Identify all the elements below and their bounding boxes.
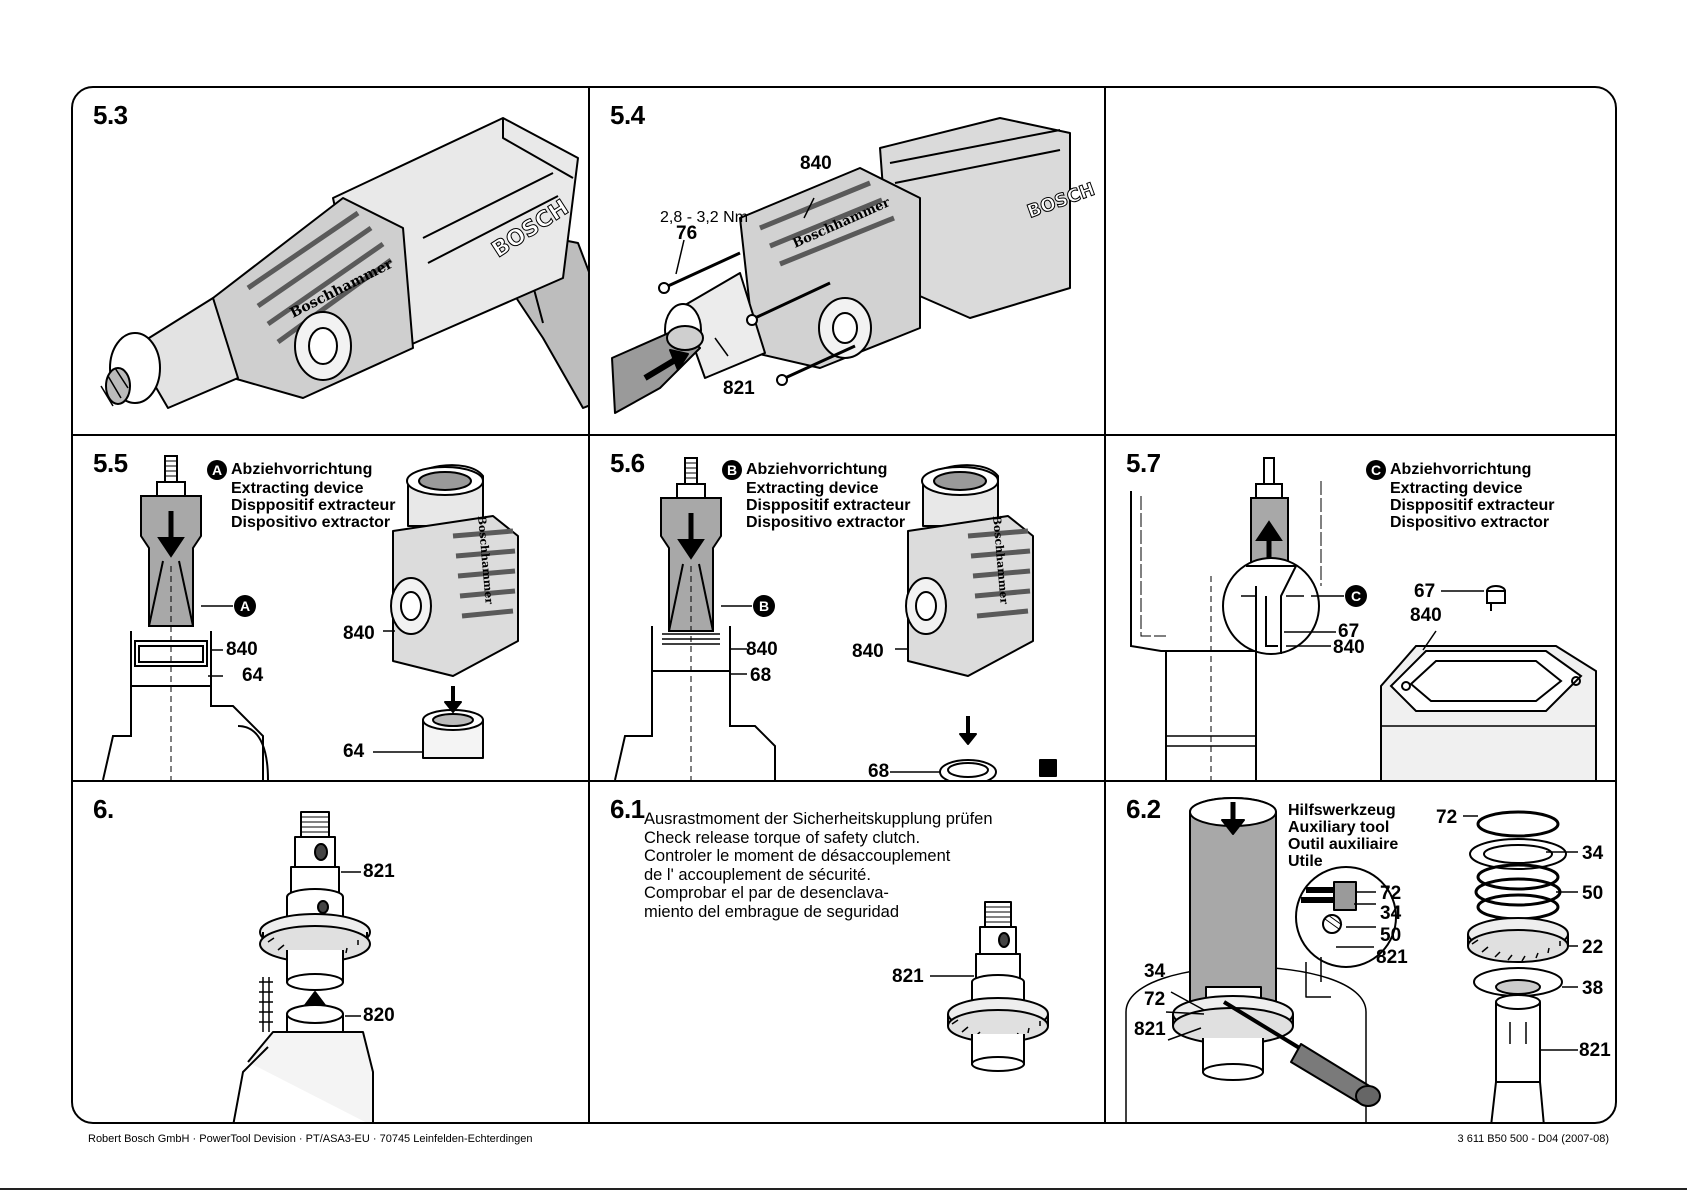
panel-number: 5.7 [1126,448,1161,478]
legend-line: Disppositif extracteur [746,497,911,514]
part-label: 50 [1582,883,1604,904]
part-label: 64 [242,665,264,686]
legend-line: Auxiliary tool [1288,819,1390,836]
row-divider [73,434,1615,436]
panel-number: 6.2 [1126,794,1161,824]
part-label: 68 [868,761,890,780]
page-bottom-rule [0,1188,1687,1190]
part-label: 840 [746,639,778,660]
extractor-section-drawing: C [1130,457,1597,780]
part-label: 840 [226,639,258,660]
part-label: 840 [852,641,884,662]
part-label: 76 [676,223,698,244]
note-line: Check release torque of safety clutch. [644,828,921,847]
gear-housing-removal-drawing: Boschhammer BOSCH [611,117,1098,414]
part-label: 64 [343,741,365,762]
part-label: 821 [1579,1040,1611,1061]
extractor-badge: B [722,460,742,480]
legend-line: Extracting device [1390,480,1523,497]
legend-line: Dispositivo extractor [1390,514,1550,531]
note-line: Ausrastmoment der Sicherheitskupplung pr… [644,810,993,828]
part-label: 72 [1144,989,1166,1010]
part-label: 72 [1380,883,1402,904]
part-label: 821 [1376,947,1408,968]
part-label: 38 [1582,978,1604,999]
footer-publisher: Robert Bosch GmbH · PowerTool Devision ·… [88,1133,533,1145]
legend-line: Extracting device [231,480,364,497]
legend-line: Outil auxiliaire [1288,836,1399,853]
part-label: 820 [363,1005,395,1026]
part-label: 72 [1436,807,1458,828]
clutch-assembly-drawing [232,811,374,1122]
legend-line: Disppositif extracteur [1390,497,1555,514]
legend-line: Hilfswerkzeug [1288,802,1396,819]
instruction-sheet: 5.3 Boschhamm [71,86,1617,1124]
legend-line: Abziehvorrichtung [746,461,888,479]
spindle-drawing [930,901,1049,1072]
auxiliary-tool-legend: Hilfswerkzeug Auxiliary tool Outil auxil… [1288,802,1398,870]
part-label: 821 [723,378,755,399]
legend-line: Utile [1288,853,1323,870]
instruction-note: Ausrastmoment der Sicherheitskupplung pr… [644,810,993,921]
rotary-hammer-drawing: Boschhammer BOSCH [100,117,588,409]
panel-number: 5.4 [610,100,645,130]
part-label: 22 [1582,937,1604,958]
panel-number: 5.5 [93,448,128,478]
note-line: miento del embrague de seguridad [644,902,900,921]
legend-line: Abziehvorrichtung [1390,461,1532,479]
panel-6: 6. [73,782,588,1122]
torque-value: 2,8 - 3,2 Nm [660,209,749,226]
legend-line: Abziehvorrichtung [231,461,373,479]
part-label: 840 [800,153,832,174]
legend-line: Disppositif extracteur [231,497,396,514]
extractor-section-drawing: B Boschhammer [614,457,1057,780]
part-label: 50 [1380,925,1402,946]
part-label: 840 [1333,637,1365,658]
legend-line: Dispositivo extractor [231,514,391,531]
legend-line: Extracting device [746,480,879,497]
extractor-badge: A [207,460,227,480]
part-label: 840 [343,623,375,644]
extractor-badge: C [1366,460,1386,480]
column-divider [1104,88,1106,1122]
panel-5-3: 5.3 Boschhamm [73,88,588,434]
part-label: 34 [1582,843,1604,864]
panel-empty [1106,88,1615,434]
part-label: 34 [1380,903,1402,924]
panel-number: 5.6 [610,448,645,478]
panel-6-1: 6.1 Ausrastmoment der Sicherheitskupplun… [590,782,1104,1122]
panel-5-4: 5.4 [590,88,1104,434]
part-label: 821 [892,966,924,987]
extractor-callout: C [1351,588,1361,604]
note-line: Controler le moment de désaccouplement [644,847,951,865]
extractor-callout: A [240,598,250,614]
part-label: 68 [750,665,772,686]
panel-number: 6.1 [610,794,645,824]
panel-number: 5.3 [93,100,128,130]
part-label: 67 [1414,581,1436,602]
extractor-section-drawing: A Boschhammer [102,455,519,780]
note-line: de l' accouplement de sécurité. [644,865,871,884]
footer-document-number: 3 611 B50 500 - D04 (2007-08) [1457,1133,1609,1145]
note-line: Comprobar el par de desenclava- [644,884,889,902]
part-label: 840 [1410,605,1442,626]
circlip-assembly-drawing [1125,797,1578,1122]
part-label: 821 [1134,1019,1166,1040]
extractor-callout: B [759,598,769,614]
part-label: 821 [363,861,395,882]
panel-6-2: 6.2 Hilfswerkzeug Auxiliary tool Outil a… [1106,782,1615,1122]
column-divider [588,88,590,1122]
panel-number: 6. [93,794,114,824]
part-label: 67 [1338,621,1360,642]
legend-line: Dispositivo extractor [746,514,906,531]
row-divider [73,780,1615,782]
part-label: 34 [1144,961,1166,982]
